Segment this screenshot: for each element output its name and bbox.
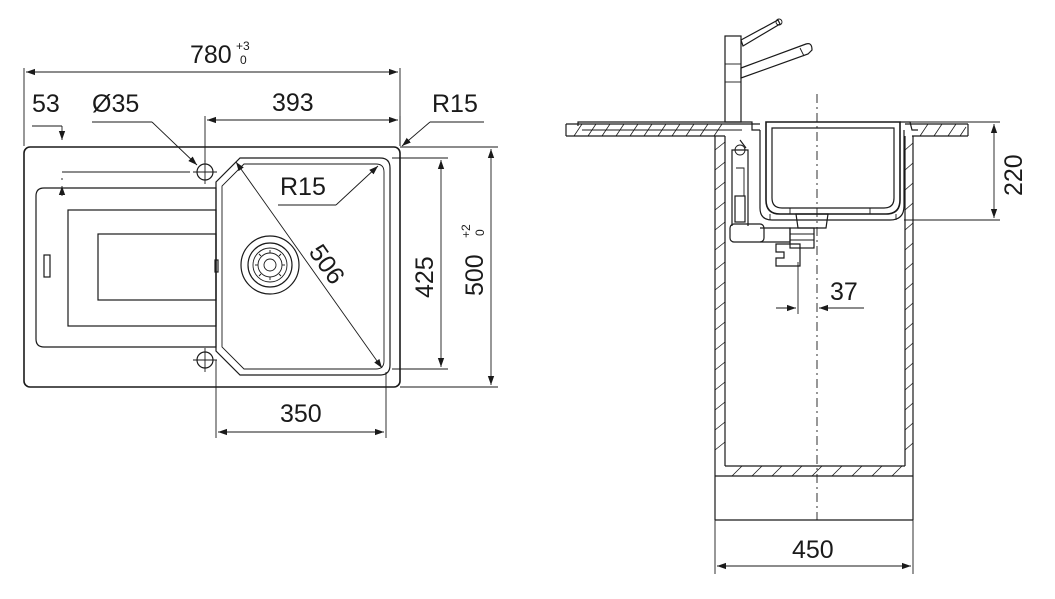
tap-hole-top [193,160,217,184]
width-tolerance-lower: 0 [240,53,247,67]
hole-diameter-value: Ø35 [92,90,139,118]
bowl-height-value: 220 [1000,154,1028,196]
bowl-offset-value: 393 [272,89,314,117]
diagonal-value: 506 [303,239,350,289]
tap-hole-bottom [193,348,217,372]
bowl-width-value: 350 [280,400,322,428]
width-value: 780 [190,41,232,69]
drain-offset-value: 37 [830,278,858,306]
width-tolerance-upper: +3 [236,39,250,53]
depth-value: 500 [461,254,489,296]
sink-outline [23,146,401,388]
side-view: 220 37 450 [565,18,1028,574]
drainer-slot [43,254,51,278]
top-view: 780 +3 0 53 Ø35 393 R15 R15 506 [23,39,498,438]
left-offset-value: 53 [32,90,60,118]
bowl-length-value: 425 [411,256,439,298]
drainer-inner-rect [67,209,217,327]
bowl-section [759,121,905,221]
diagonal-dimension-line [235,161,383,369]
cabinet [714,136,914,521]
cabinet-width-value: 450 [792,536,834,564]
outer-radius-value: R15 [432,90,478,118]
drain-strainer [240,235,300,295]
drainer-outline [35,187,217,348]
depth-tolerance-lower: 0 [473,229,487,236]
drainer-groove [97,233,217,301]
faucet [724,18,813,123]
depth-tolerance-upper: +2 [459,224,473,238]
worktop [565,121,969,137]
inner-radius-value: R15 [280,173,326,201]
bowl-outer [215,157,391,376]
drain-assembly [729,139,829,267]
